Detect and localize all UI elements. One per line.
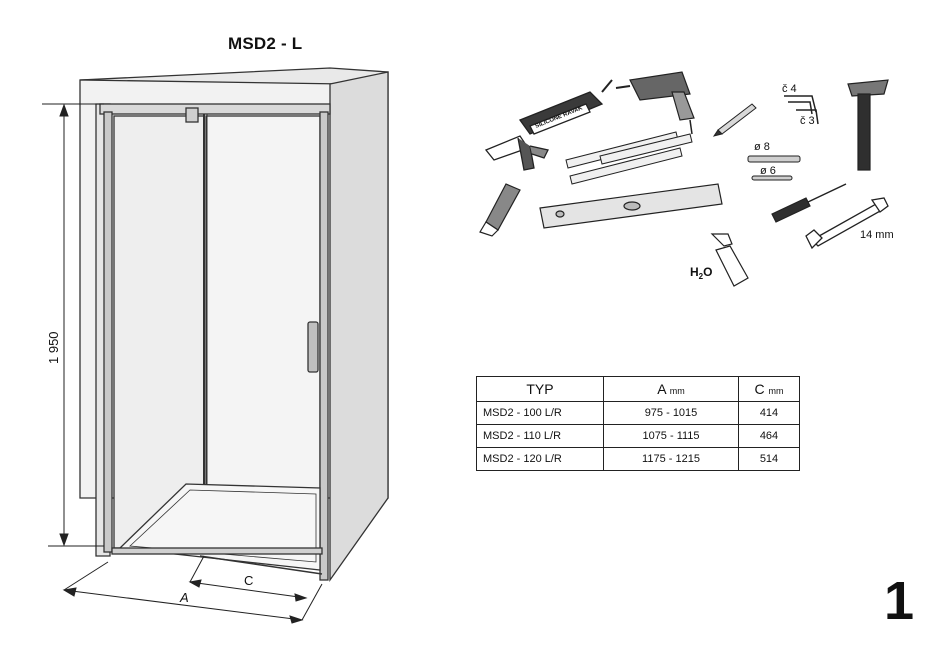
table-row: MSD2 - 110 L/R 1075 - 1115 464 [476,424,800,448]
cell-a: 1175 - 1215 [603,447,739,471]
drill-bit-small-label: ø 6 [760,165,776,177]
table-row: MSD2 - 120 L/R 1175 - 1215 514 [476,447,800,471]
hex-key-large-label: č 4 [782,83,797,95]
cell-typ: MSD2 - 100 L/R [476,401,604,425]
table-row: MSD2 - 100 L/R 975 - 1015 414 [476,401,800,425]
sliding-door-glass [205,115,321,549]
caulking-gun-icon [484,79,613,171]
table-header-row: TYP A mm C mm [476,376,800,402]
cell-typ: MSD2 - 110 L/R [476,424,604,448]
wrench-icon [805,197,889,250]
spray-bottle-icon [710,233,749,287]
water-label: H2O [690,265,712,281]
bottom-rail [111,547,323,555]
folding-ruler-icon [565,131,693,185]
cell-a: 975 - 1015 [603,401,739,425]
cell-c: 414 [738,401,800,425]
drill-icon [615,71,695,135]
screwdriver-icon [771,183,847,223]
top-rail [99,103,331,115]
diagram-title: MSD2 - L [228,34,303,53]
hex-key-icons [784,95,819,125]
header-a: A mm [603,376,739,402]
door-handle [307,321,319,373]
fixed-glass-panel [113,115,205,549]
page-number: 1 [884,571,915,631]
height-dimension [42,103,104,547]
wall-profile-right [319,111,329,581]
header-typ: TYP [476,376,604,402]
right-wall [329,71,389,583]
dimension-a-label: A [179,590,189,605]
dimension-c-label: C [244,573,253,588]
cell-typ: MSD2 - 120 L/R [476,447,604,471]
height-label: 1 950 [46,331,61,364]
drill-bit-large-label: ø 8 [754,141,770,153]
cell-a: 1075 - 1115 [603,424,739,448]
cell-c: 514 [738,447,800,471]
roller-cap [185,107,199,123]
pencil-icon [712,103,757,137]
width-dimensions [62,555,323,624]
cell-c: 464 [738,424,800,448]
header-c: C mm [738,376,800,402]
wall-profile-left [103,111,113,553]
wrench-size-label: 14 mm [860,229,894,241]
utility-knife-icon [479,183,521,237]
shower-enclosure [79,67,389,583]
spec-table: TYP A mm C mm MSD2 - 100 L/R 975 - 1015 … [476,376,800,471]
hammer-icon [847,79,889,171]
hex-key-small-label: č 3 [800,115,815,127]
spirit-level-icon [539,183,723,229]
drill-bit-icons [747,155,801,181]
